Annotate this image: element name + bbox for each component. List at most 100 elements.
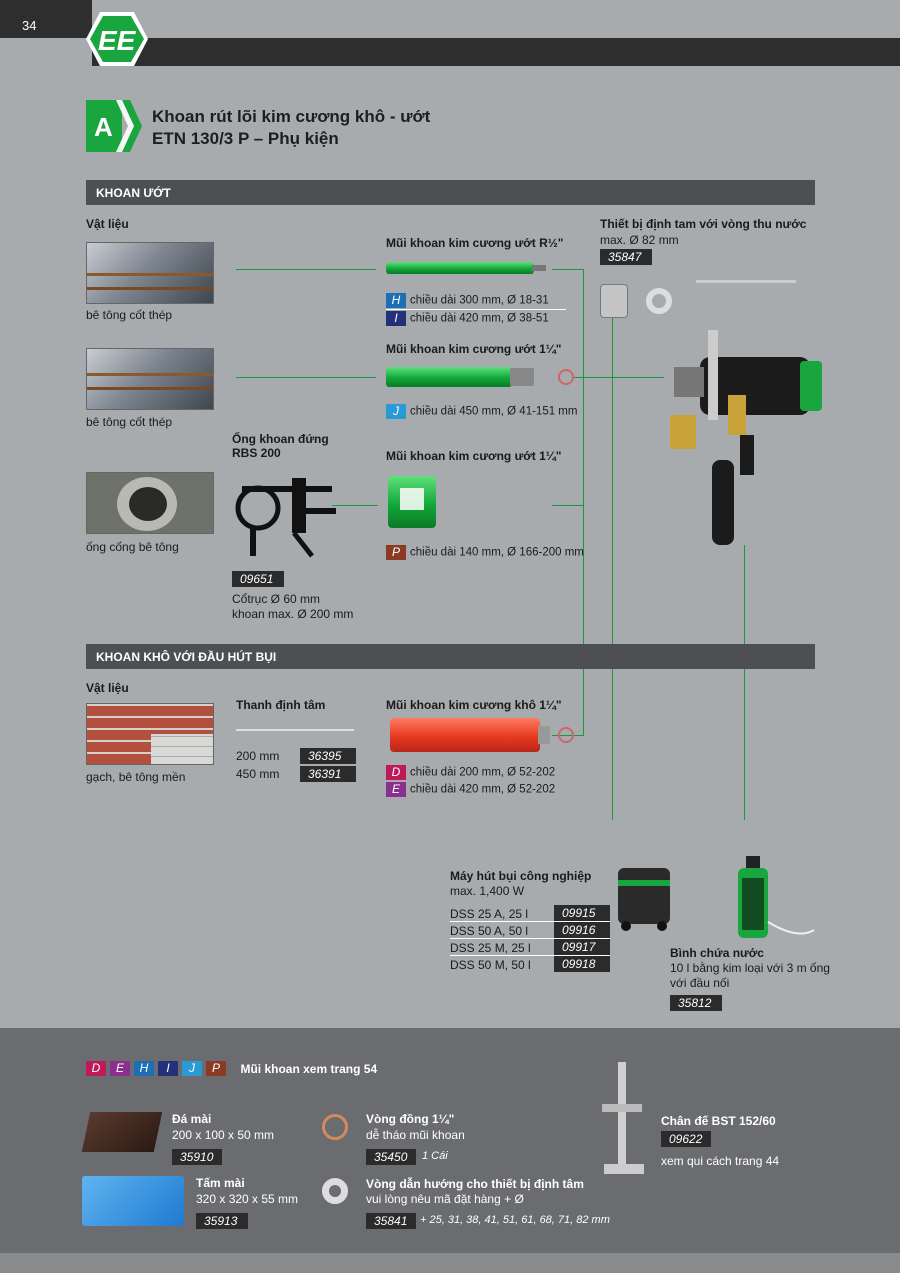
- copper-ring-image: [322, 1114, 348, 1140]
- guide-note: + 25, 31, 38, 41, 51, 61, 68, 71, 82 mm: [420, 1214, 610, 1226]
- bit2-title: Mũi khoan kim cương ướt 1¼": [386, 342, 562, 356]
- plate-code: 35913: [196, 1213, 248, 1229]
- connector-line: [552, 269, 584, 270]
- connector-line: [236, 377, 376, 378]
- rbs-code: 09651: [232, 571, 284, 587]
- stand-code: 09622: [661, 1131, 711, 1147]
- material-image-concrete-2: [86, 348, 214, 410]
- stone-code: 35910: [172, 1149, 222, 1165]
- ring-spec: dễ tháo mũi khoan: [366, 1128, 465, 1142]
- legend-letter: J: [182, 1061, 202, 1077]
- stand-note: xem qui cách trang 44: [661, 1154, 780, 1168]
- connector-line: [332, 505, 378, 506]
- water-spec-2: với đầu nối: [670, 976, 730, 990]
- grinding-stone-image: [81, 1112, 163, 1152]
- connector-line: [612, 290, 613, 820]
- header-strip: [92, 38, 900, 66]
- bit3-logo-icon: [400, 488, 424, 510]
- connector-line: [574, 377, 664, 378]
- rod-450-code: 36391: [300, 766, 356, 782]
- page-number: 34: [22, 18, 37, 33]
- rod-450-label: 450 mm: [236, 767, 280, 781]
- bit2-image: [386, 367, 512, 387]
- centering-spec: max. Ø 82 mm: [600, 233, 679, 247]
- material-label-2: bê tông cốt thép: [86, 415, 173, 429]
- code-letter-d: D: [386, 765, 406, 780]
- plate-title: Tấm mài: [196, 1176, 245, 1190]
- ring-note: 1 Cái: [422, 1150, 448, 1162]
- vacuum-cleaner-image: [618, 868, 670, 931]
- drill-machine-image: [670, 330, 822, 545]
- water-tank-image: [738, 856, 815, 938]
- dry-bit-image: [390, 718, 540, 752]
- material-label-brick: gạch, bê tông mền: [86, 770, 186, 784]
- legend-text: Mũi khoan xem trang 54: [240, 1062, 378, 1076]
- material-image-pipe: [86, 472, 214, 534]
- material-label-1: bê tông cốt thép: [86, 308, 173, 322]
- plate-spec: 320 x 320 x 55 mm: [196, 1192, 299, 1206]
- stone-title: Đá mài: [172, 1112, 212, 1126]
- section-a-badge-icon: [86, 100, 142, 152]
- code-letter-j: J: [386, 404, 406, 419]
- materials-label: Vật liệu: [86, 217, 129, 231]
- copper-ring-icon: [558, 369, 574, 385]
- centering-ring-image: [646, 288, 672, 314]
- bit1-title: Mũi khoan kim cương ướt R½": [386, 236, 564, 250]
- guide-title: Vòng dẫn hướng cho thiết bị định tâm: [366, 1177, 584, 1191]
- grinding-plate-image: [82, 1176, 184, 1226]
- dry-materials-label: Vật liệu: [86, 681, 129, 695]
- water-spec-1: 10 l bằng kim loại với 3 m ống: [670, 961, 830, 975]
- divider: [386, 309, 566, 310]
- dry-bit-title: Mũi khoan kim cương khô 1¼": [386, 698, 562, 712]
- svg-text:EE: EE: [98, 25, 137, 56]
- centering-code: 35847: [600, 249, 652, 265]
- material-label-3: ống cống bê tông: [86, 540, 179, 554]
- bit1-image: [386, 262, 534, 274]
- stone-spec: 200 x 100 x 50 mm: [172, 1128, 275, 1142]
- legend-letter: E: [110, 1061, 130, 1077]
- connector-line: [583, 269, 584, 735]
- badge-letter: A: [94, 112, 113, 142]
- water-title: Bình chứa nước: [670, 946, 764, 960]
- rod-image: [236, 729, 354, 731]
- footer-bar: [0, 1253, 900, 1273]
- legend-letter: I: [158, 1061, 178, 1077]
- connector-line: [552, 505, 584, 506]
- water-code: 35812: [670, 995, 722, 1011]
- bit2-connector: [510, 368, 534, 386]
- material-image-concrete-1: [86, 242, 214, 304]
- dry-bit-connector: [538, 726, 550, 744]
- guide-spec: vui lòng nêu mã đặt hàng + Ø: [366, 1192, 524, 1206]
- legend-letter: P: [206, 1061, 226, 1077]
- rod-200-code: 36395: [300, 748, 356, 764]
- legend-letter: H: [134, 1061, 154, 1077]
- drill-stand-image: [602, 1062, 644, 1174]
- bit1-thread: [532, 265, 546, 271]
- rbs-stand-image: [235, 478, 336, 558]
- ring-code: 35450: [366, 1149, 416, 1165]
- material-image-brick: [86, 703, 214, 765]
- legend-letter: D: [86, 1061, 106, 1077]
- rod-200-label: 200 mm: [236, 749, 280, 763]
- connector-line: [236, 269, 376, 270]
- guide-code: 35841: [366, 1213, 416, 1229]
- ring-title: Vòng đồng 1¼": [366, 1112, 455, 1126]
- bit3-title: Mũi khoan kim cương ướt 1¼": [386, 449, 562, 463]
- code-letter-e: E: [386, 782, 406, 797]
- copper-ring-icon: [558, 727, 574, 743]
- rod-title: Thanh định tâm: [236, 698, 326, 712]
- top-bar: 34 EE: [0, 0, 900, 66]
- page-title: Khoan rút lõi kim cương khô - ướt ETN 13…: [152, 107, 431, 148]
- vacuum-title: Máy hút bụi công nghiệp: [450, 869, 592, 883]
- centering-cup-image: [600, 284, 628, 318]
